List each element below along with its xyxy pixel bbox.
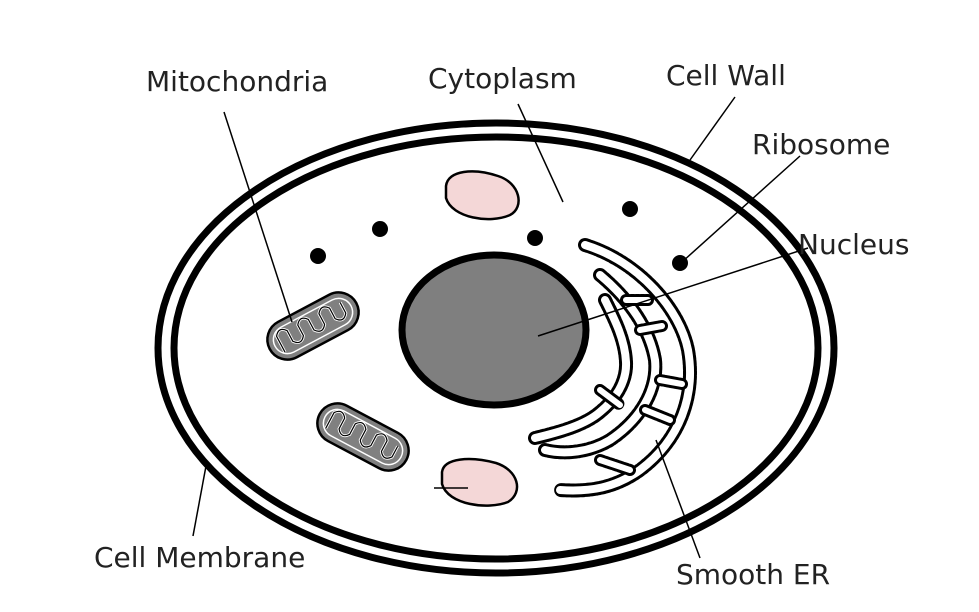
ribosome-dot bbox=[622, 201, 638, 217]
ribosome-dot bbox=[527, 230, 543, 246]
label-nucleus: Nucleus bbox=[798, 228, 910, 261]
leader-line-cytoplasm bbox=[517, 103, 564, 203]
cell-wall bbox=[154, 119, 838, 577]
leader-line-cell-wall bbox=[689, 96, 736, 161]
ribosome-dot bbox=[372, 221, 388, 237]
vesicle-upper bbox=[444, 170, 520, 221]
mitochondrion-upper bbox=[266, 291, 360, 361]
leader-line-mitochondria bbox=[223, 111, 293, 323]
label-cell-membrane: Cell Membrane bbox=[94, 541, 306, 574]
label-ribosome: Ribosome bbox=[752, 128, 891, 161]
label-cell-wall: Cell Wall bbox=[666, 59, 786, 92]
label-cytoplasm: Cytoplasm bbox=[428, 62, 577, 95]
leader-line-cell-membrane bbox=[192, 465, 207, 537]
ribosome-dot bbox=[672, 255, 688, 271]
leader-line-nucleus bbox=[537, 247, 809, 337]
mitochondrion-lower bbox=[316, 402, 410, 472]
label-smooth-er: Smooth ER bbox=[676, 558, 831, 591]
vesicle-lower bbox=[440, 457, 519, 507]
cell-membrane bbox=[170, 133, 822, 563]
leader-line-ribosome bbox=[681, 155, 801, 263]
ribosome-dot bbox=[310, 248, 326, 264]
label-mitochondria: Mitochondria bbox=[146, 65, 329, 98]
nucleus bbox=[398, 251, 590, 409]
leader-line-smooth-er bbox=[655, 439, 701, 559]
smooth-er bbox=[528, 238, 697, 498]
